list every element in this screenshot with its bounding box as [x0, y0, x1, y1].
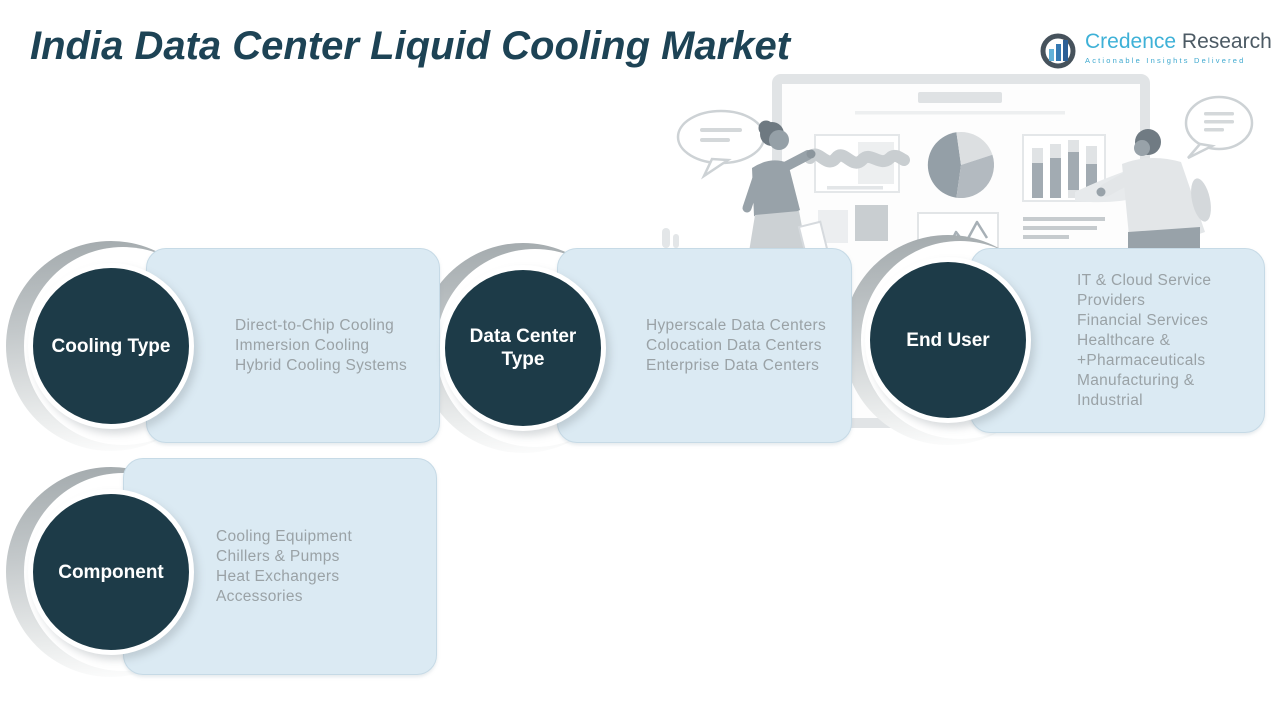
logo-brand-primary: Credence	[1085, 30, 1177, 53]
component-items: Cooling Equipment Chillers & Pumps Heat …	[216, 527, 353, 605]
data-center-type-label: Data Center Type	[469, 326, 577, 370]
text-lines-decoration	[1023, 217, 1105, 239]
pie-chart-icon	[927, 131, 995, 199]
cooling-type-panel: Direct-to-Chip Cooling Immersion Cooling…	[146, 248, 440, 443]
plant-decoration	[662, 228, 679, 248]
cooling-type-circle: Cooling Type	[28, 263, 194, 429]
page-title: India Data Center Liquid Cooling Market	[30, 24, 791, 68]
trend-line-icon	[804, 134, 910, 243]
logo-tagline: Actionable Insights Delivered	[1085, 56, 1246, 65]
credence-logo-icon	[1040, 33, 1076, 69]
cooling-type-items: Direct-to-Chip Cooling Immersion Cooling…	[235, 316, 407, 374]
data-center-type-panel: Hyperscale Data Centers Colocation Data …	[557, 248, 852, 443]
presenter-man	[1096, 129, 1211, 258]
component-label: Component	[58, 561, 164, 583]
data-center-type-items: Hyperscale Data Centers Colocation Data …	[646, 316, 827, 374]
speech-bubble-right-icon	[1184, 95, 1254, 160]
presenter-woman	[742, 120, 829, 258]
speech-bubble-left-icon	[676, 109, 766, 180]
end-user-circle: End User	[865, 257, 1031, 423]
credence-research-logo: Credence Research Actionable Insights De…	[1038, 30, 1272, 72]
bar-chart-icon	[1022, 134, 1145, 203]
end-user-items: IT & Cloud Service Providers Financial S…	[1077, 271, 1212, 409]
component-circle: Component	[28, 489, 194, 655]
logo-brand: Credence Research	[1085, 30, 1272, 54]
logo-brand-secondary: Research	[1181, 30, 1272, 53]
data-center-type-circle: Data Center Type	[440, 265, 606, 431]
cooling-type-label: Cooling Type	[51, 335, 171, 357]
end-user-label: End User	[906, 329, 990, 351]
